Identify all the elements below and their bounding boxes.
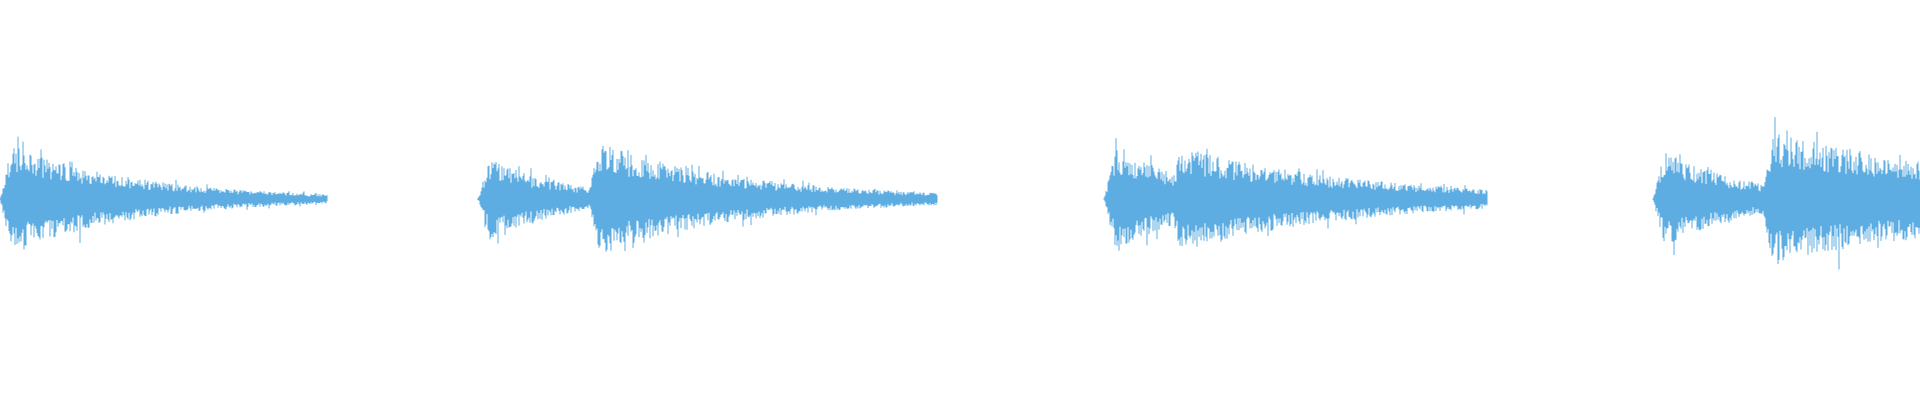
waveform-burst-3 xyxy=(1103,138,1488,251)
waveform-burst-1 xyxy=(0,136,328,250)
waveform-bursts xyxy=(0,117,1920,270)
waveform-burst-4 xyxy=(1652,117,1920,270)
waveform-burst-2 xyxy=(477,145,938,252)
